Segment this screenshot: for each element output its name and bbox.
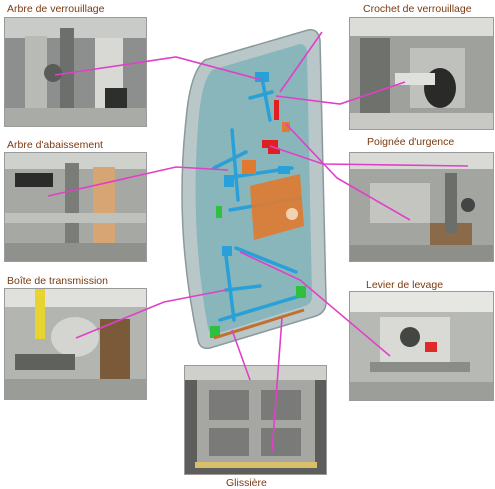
- leader-lines: [47, 31, 469, 453]
- label-gearbox: Boîte de transmission: [7, 275, 108, 287]
- photo-locking-shaft: [4, 17, 147, 127]
- label-lowering-shaft: Arbre d'abaissement: [7, 139, 103, 151]
- leader-locking-hook: [279, 31, 323, 93]
- label-lift-lever: Levier de levage: [366, 279, 444, 291]
- leader-lowering-shaft: [47, 166, 229, 197]
- leader-slide-2: [271, 317, 283, 453]
- photo-lift-lever: [349, 291, 494, 401]
- label-locking-shaft: Arbre de verrouillage: [7, 3, 105, 15]
- photo-emergency-handle: [349, 152, 494, 262]
- mechanism-red: [262, 100, 280, 154]
- photo-locking-hook: [349, 17, 494, 130]
- leader-locking-hook-photo: [275, 81, 406, 105]
- label-locking-hook: Crochet de verrouillage: [363, 3, 472, 15]
- label-emergency-handle: Poignée d'urgence: [367, 136, 455, 148]
- slide-rail: [213, 308, 305, 340]
- leader-emergency-handle-2: [285, 123, 411, 221]
- leader-slide-1: [231, 329, 251, 381]
- leader-locking-shaft: [54, 56, 263, 81]
- mechanism-blue-parts: [222, 72, 290, 256]
- photo-gearbox: [4, 288, 147, 400]
- leader-lift-lever: [239, 251, 391, 357]
- mechanism-orange-plate: [250, 174, 304, 240]
- leader-gearbox: [75, 289, 227, 339]
- photo-slide: [184, 365, 327, 475]
- label-slide: Glissière: [226, 477, 267, 489]
- mechanism-green: [210, 206, 306, 338]
- photo-lowering-shaft: [4, 152, 147, 262]
